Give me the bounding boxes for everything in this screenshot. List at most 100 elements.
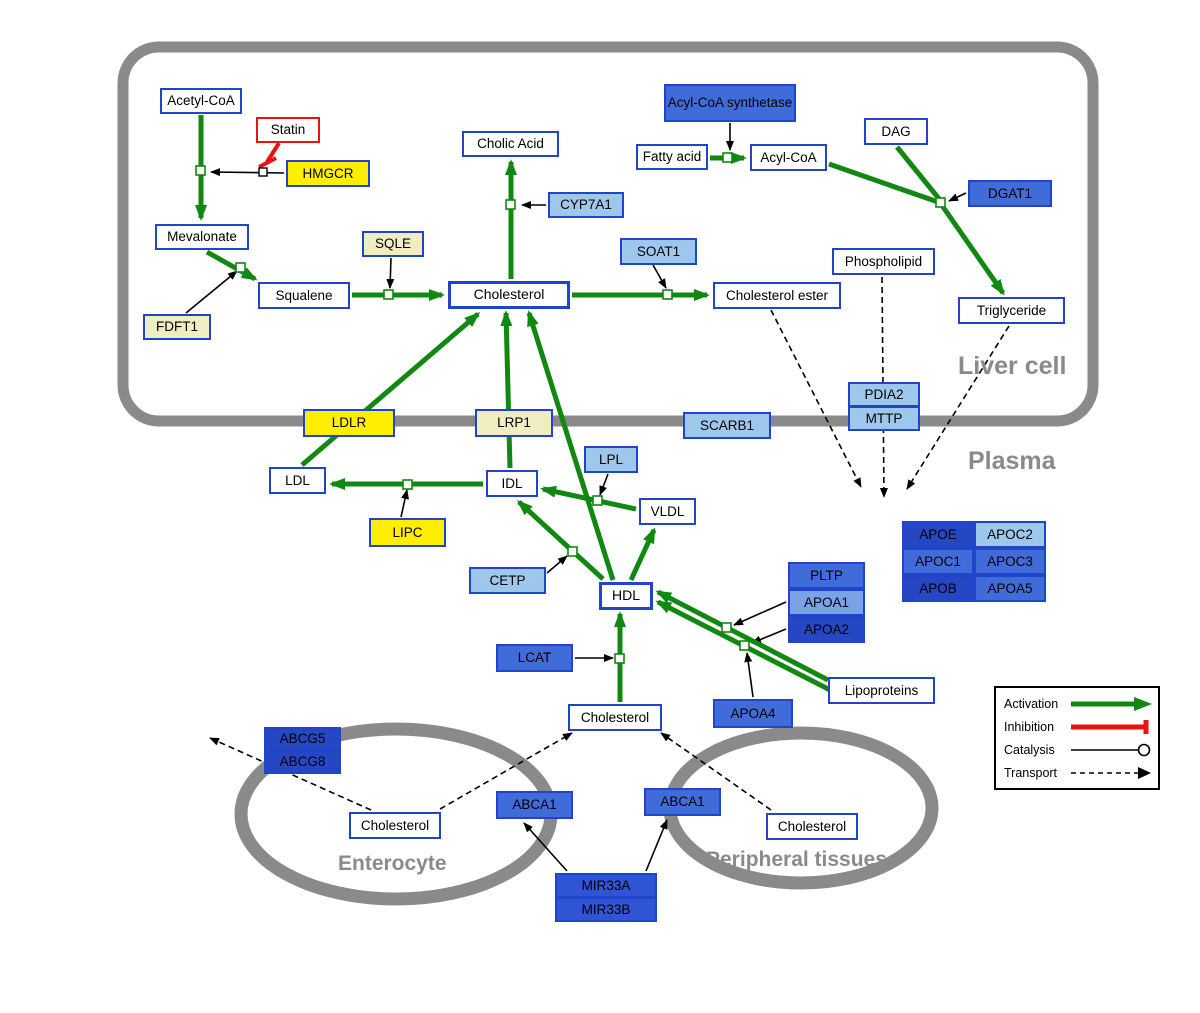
legend-inhibition: Inhibition [1004, 715, 1158, 738]
node-apoa2[interactable]: APOA2 [788, 616, 865, 643]
transport-arrow-icon [1071, 766, 1151, 779]
legend-catalysis-label: Catalysis [1004, 742, 1055, 757]
node-pltp[interactable]: PLTP [788, 562, 865, 589]
catalysis-node [195, 165, 206, 176]
activation-edge-idl-lrp1-cholesterol [500, 310, 513, 469]
node-triglyceride[interactable]: Triglyceride [958, 297, 1065, 324]
catalysis-circle-icon [1071, 743, 1151, 756]
transport-edge-peripheral-plasma-cholesterol [660, 732, 772, 811]
node-phospholipid[interactable]: Phospholipid [832, 248, 935, 275]
node-lcat[interactable]: LCAT [496, 644, 573, 672]
node-mir33a[interactable]: MIR33A [555, 873, 657, 898]
node-abca1-peripheral[interactable]: ABCA1 [644, 788, 721, 816]
node-sqle[interactable]: SQLE [362, 231, 424, 257]
node-mevalonate[interactable]: Mevalonate [155, 224, 249, 250]
node-hmgcr[interactable]: HMGCR [286, 160, 370, 187]
liver-cell-membrane [117, 41, 1099, 427]
catalysis-edge-lpl [599, 473, 609, 496]
node-mttp[interactable]: MTTP [848, 406, 920, 431]
activation-edge-ldl-ldlr-cholesterol [300, 312, 481, 467]
node-cholic-acid[interactable]: Cholic Acid [462, 131, 559, 157]
node-acetyl-coa[interactable]: Acetyl-CoA [160, 88, 242, 114]
catalysis-node [402, 479, 413, 490]
catalysis-edge-apoa2 [751, 628, 787, 644]
node-cholesterol-ester[interactable]: Cholesterol ester [713, 282, 841, 309]
node-cetp[interactable]: CETP [469, 567, 546, 594]
node-lrp1[interactable]: LRP1 [475, 409, 553, 437]
inhibition-tbar-statin [258, 156, 277, 169]
activation-edge-hdl-idl-cetp [516, 499, 605, 581]
catalysis-edge-fdft1 [185, 270, 238, 314]
node-scarb1[interactable]: SCARB1 [683, 412, 771, 439]
plasma-label: Plasma [968, 447, 1056, 475]
activation-edge-vldl-idl [540, 485, 637, 512]
node-statin[interactable]: Statin [256, 117, 320, 143]
legend-inhibition-label: Inhibition [1004, 719, 1055, 734]
node-apob[interactable]: APOB [902, 575, 974, 602]
activation-edge-dag-junction [895, 145, 942, 202]
catalysis-edge-apoa1 [733, 601, 787, 626]
node-apoc2[interactable]: APOC2 [974, 521, 1046, 548]
node-acyl-coa[interactable]: Acyl-CoA [750, 144, 827, 171]
node-abca1-enterocyte[interactable]: ABCA1 [496, 791, 573, 819]
node-soat1[interactable]: SOAT1 [620, 238, 697, 265]
node-mir33b[interactable]: MIR33B [555, 897, 657, 922]
node-apoa5[interactable]: APOA5 [974, 575, 1046, 602]
node-squalene[interactable]: Squalene [258, 282, 350, 309]
node-abcg8[interactable]: ABCG8 [264, 750, 341, 774]
liver-cell-label: Liver cell [958, 352, 1067, 380]
catalysis-edge-soat1 [652, 264, 667, 289]
node-apoc1[interactable]: APOC1 [902, 548, 974, 575]
node-apoa1[interactable]: APOA1 [788, 589, 865, 616]
catalysis-node [739, 640, 750, 651]
node-ldl[interactable]: LDL [269, 467, 326, 494]
catalysis-node [722, 152, 733, 163]
transport-edge-cholesterolester-lipoproteins [770, 309, 862, 488]
transport-edge-triglyceride-lipoproteins [906, 325, 1010, 490]
node-idl[interactable]: IDL [486, 470, 538, 497]
inhibition-tbar-icon [1071, 719, 1149, 734]
edge-mir33-abca1-peripheral [645, 819, 668, 872]
activation-edge-lipoproteins-hdl-1 [655, 589, 830, 683]
node-cholesterol-peripheral[interactable]: Cholesterol [766, 813, 858, 840]
activation-edge-mevalonate-squalene [205, 249, 258, 282]
enterocyte-label: Enterocyte [338, 852, 447, 875]
catalysis-node [592, 495, 603, 506]
legend-activation: Activation [1004, 692, 1158, 715]
node-lipc[interactable]: LIPC [369, 518, 446, 547]
node-apoc3[interactable]: APOC3 [974, 548, 1046, 575]
transport-edge-enterocyte-plasma-cholesterol [439, 732, 573, 810]
node-dgat1[interactable]: DGAT1 [968, 180, 1052, 207]
node-lpl[interactable]: LPL [584, 446, 638, 473]
node-cyp7a1[interactable]: CYP7A1 [548, 192, 624, 218]
edge-mir33-abca1-enterocyte [523, 822, 568, 872]
node-vldl[interactable]: VLDL [639, 498, 696, 525]
node-fatty-acid[interactable]: Fatty acid [636, 144, 708, 170]
activation-edge-hdl-cholesterol-liver [526, 310, 616, 581]
catalysis-node [614, 653, 625, 664]
node-fdft1[interactable]: FDFT1 [143, 314, 211, 340]
node-pdia2[interactable]: PDIA2 [848, 382, 920, 407]
legend-catalysis: Catalysis [1004, 738, 1158, 761]
node-dag[interactable]: DAG [864, 118, 928, 145]
node-hdl[interactable]: HDL [599, 582, 653, 610]
peripheral-tissues-label: Peripheral tissues [706, 848, 887, 871]
node-cholesterol-enterocyte[interactable]: Cholesterol [349, 812, 441, 839]
catalysis-edge-hmgcr [210, 168, 285, 177]
node-cholesterol-liver[interactable]: Cholesterol [448, 281, 570, 309]
catalysis-node [383, 289, 394, 300]
node-abcg5[interactable]: ABCG5 [264, 727, 341, 751]
node-apoa4[interactable]: APOA4 [713, 699, 793, 728]
node-ldlr[interactable]: LDLR [303, 409, 395, 437]
catalysis-edge-dgat1 [948, 192, 967, 202]
catalysis-node [721, 622, 732, 633]
catalysis-node-hmgcr [258, 167, 268, 177]
catalysis-edge-apoa4 [744, 652, 754, 698]
node-apoe[interactable]: APOE [902, 521, 974, 548]
node-cholesterol-plasma[interactable]: Cholesterol [568, 704, 662, 731]
node-acyl-coa-synthetase[interactable]: Acyl-CoA synthetase [664, 84, 796, 122]
node-lipoproteins[interactable]: Lipoproteins [828, 677, 935, 704]
activation-arrow-icon [1071, 696, 1152, 711]
